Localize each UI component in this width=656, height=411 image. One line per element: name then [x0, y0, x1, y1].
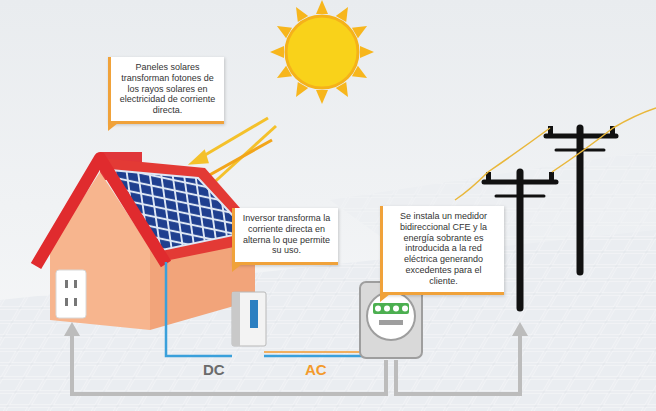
callout-text: Paneles solares transforman fotones de l… — [118, 62, 217, 116]
callout-box: Se instala un medidor bidireccional CFE … — [380, 206, 504, 295]
callout-box: Inversor transforma la corriente directa… — [232, 208, 338, 265]
current-label: DC — [203, 361, 225, 378]
current-label: AC — [305, 361, 327, 378]
callout-text: Inversor transforma la corriente directa… — [242, 213, 331, 256]
callout-box: Paneles solares transforman fotones de l… — [108, 57, 224, 124]
callout-text: Se instala un medidor bidireccional CFE … — [390, 211, 497, 287]
